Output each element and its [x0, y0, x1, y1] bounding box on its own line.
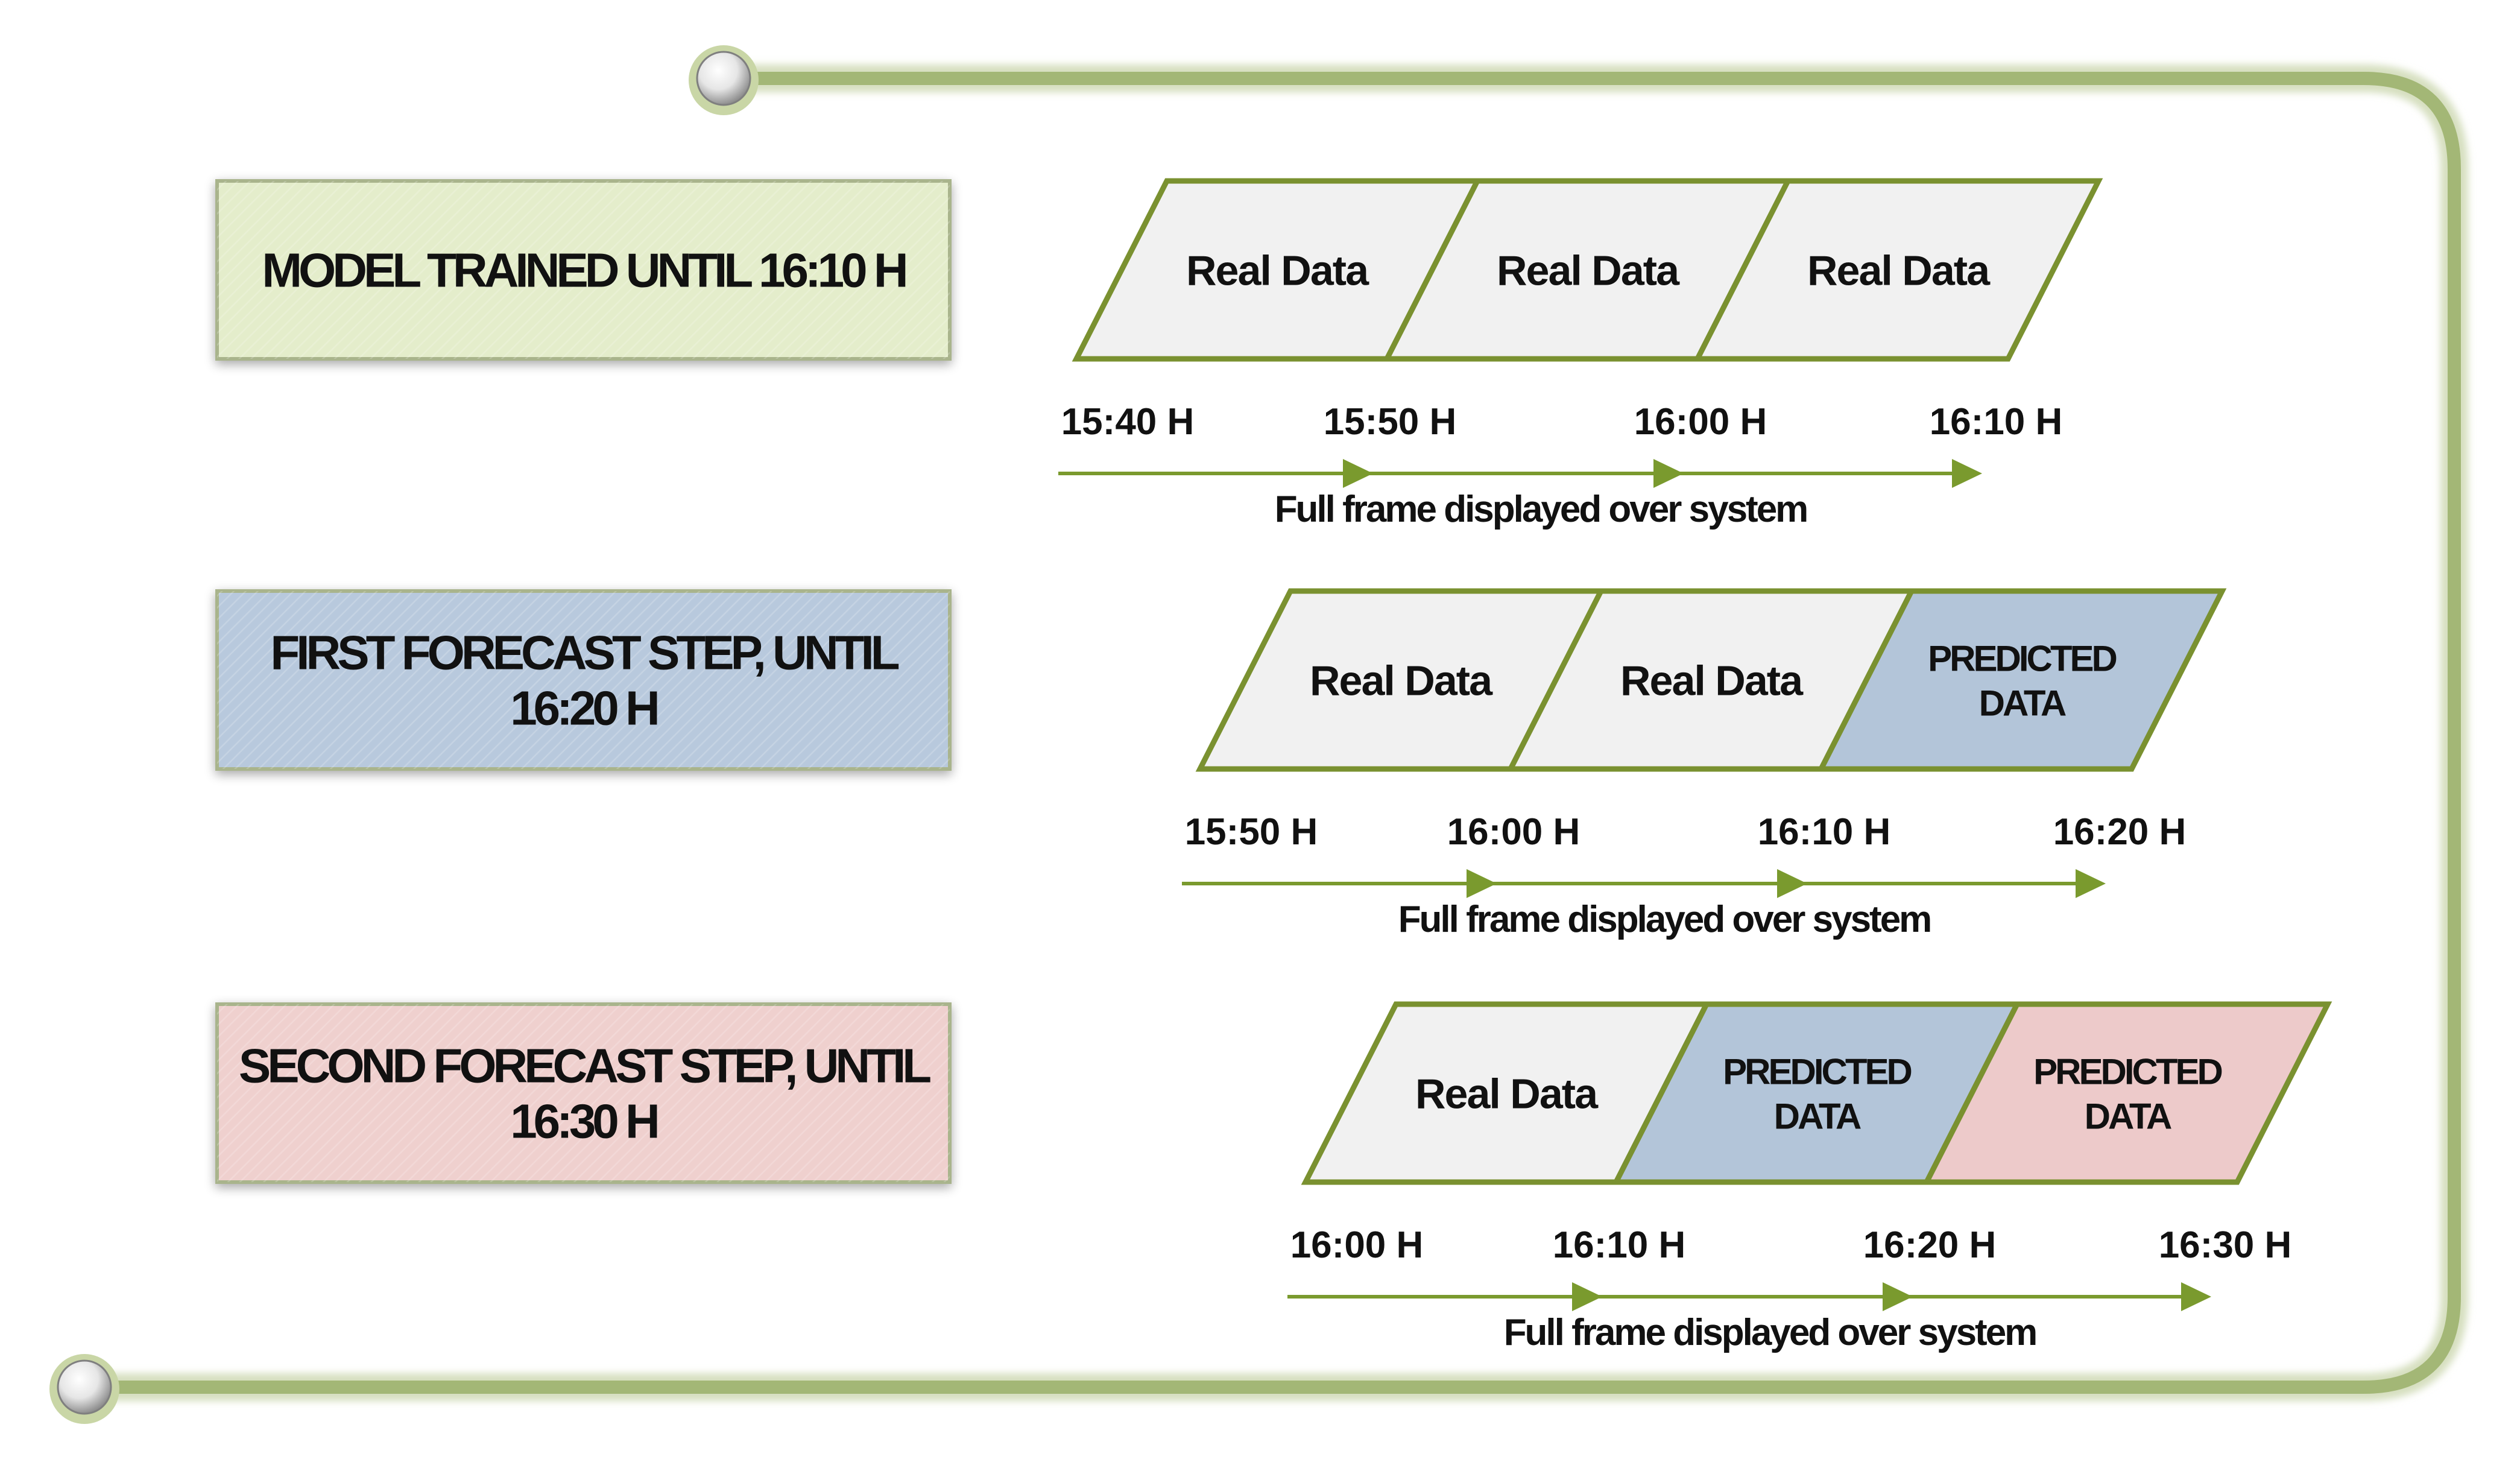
stage-box — [215, 589, 952, 771]
frame-knob-top — [689, 45, 759, 115]
time-label: 16:10 H — [1553, 1224, 1686, 1266]
timeline-caption: Full frame displayed over system — [1504, 1312, 2036, 1353]
time-label: 16:20 H — [2053, 811, 2187, 853]
real-data-segment: Real Data — [1301, 1001, 1711, 1185]
segment-label: PREDICTED — [1723, 1052, 1911, 1092]
time-label: 16:00 H — [1634, 401, 1767, 443]
real-data-segment: Real Data — [1382, 178, 1793, 362]
timeline: 16:00 H 16:10 H 16:20 H 16:30 H Full frame d… — [1287, 1224, 2291, 1353]
timeline-arrowhead — [1653, 459, 1684, 488]
segment-label: DATA — [1774, 1096, 1861, 1137]
time-label: 15:40 H — [1061, 401, 1195, 443]
timeline: 15:40 H 15:50 H 16:00 H 16:10 H Full frame d… — [1058, 401, 2062, 530]
time-label: 15:50 H — [1324, 401, 1457, 443]
stage-label: 16:30 H — [510, 1095, 657, 1148]
timeline-caption: Full frame displayed over system — [1275, 489, 1807, 530]
segment-label: Real Data — [1415, 1071, 1599, 1118]
timeline-arrowhead — [1572, 1282, 1602, 1311]
timeline: 15:50 H 16:00 H 16:10 H 16:20 H Full frame d… — [1182, 811, 2186, 940]
timeline-arrowhead — [1952, 459, 1982, 488]
time-label: 16:30 H — [2159, 1224, 2292, 1266]
time-label: 16:00 H — [1447, 811, 1581, 853]
segment-label: Real Data — [1620, 657, 1804, 704]
segment-label: PREDICTED — [2033, 1052, 2222, 1092]
frame-connector — [84, 65, 2468, 1401]
stage-label: 16:20 H — [510, 682, 657, 735]
stage-row: MODEL TRAINED UNTIL 16:10 H Real Data Real… — [215, 178, 2103, 530]
timeline-arrowhead — [2076, 869, 2106, 898]
timeline-arrowhead — [1343, 459, 1373, 488]
frame-knob-bottom — [49, 1354, 119, 1424]
timeline-arrowhead — [1883, 1282, 1913, 1311]
time-label: 16:10 H — [1758, 811, 1891, 853]
stage-box — [215, 1002, 952, 1184]
timeline-arrowhead — [2181, 1282, 2211, 1311]
segment-label: Real Data — [1310, 657, 1493, 704]
timeline-caption: Full frame displayed over system — [1398, 899, 1931, 940]
segment-label: DATA — [2085, 1096, 2171, 1137]
real-data-segment: Real Data — [1693, 178, 2103, 362]
time-label: 16:00 H — [1290, 1224, 1424, 1266]
segment-label: Real Data — [1186, 247, 1369, 294]
time-label: 15:50 H — [1185, 811, 1318, 853]
stage-box — [215, 179, 952, 361]
stage-label: MODEL TRAINED UNTIL 16:10 H — [262, 244, 906, 297]
time-label: 16:10 H — [1930, 401, 2063, 443]
timeline-arrowhead — [1467, 869, 1497, 898]
segment-label: PREDICTED — [1928, 639, 2116, 679]
stage-label: FIRST FORECAST STEP, UNTIL — [270, 626, 898, 680]
segment-label: Real Data — [1807, 247, 1991, 294]
stage-label: SECOND FORECAST STEP, UNTIL — [239, 1039, 930, 1093]
time-label: 16:20 H — [1863, 1224, 1997, 1266]
timeline-arrowhead — [1777, 869, 1807, 898]
real-data-segment: Real Data — [1506, 588, 1916, 772]
segment-label: Real Data — [1497, 247, 1680, 294]
segment-label: DATA — [1979, 683, 2066, 724]
